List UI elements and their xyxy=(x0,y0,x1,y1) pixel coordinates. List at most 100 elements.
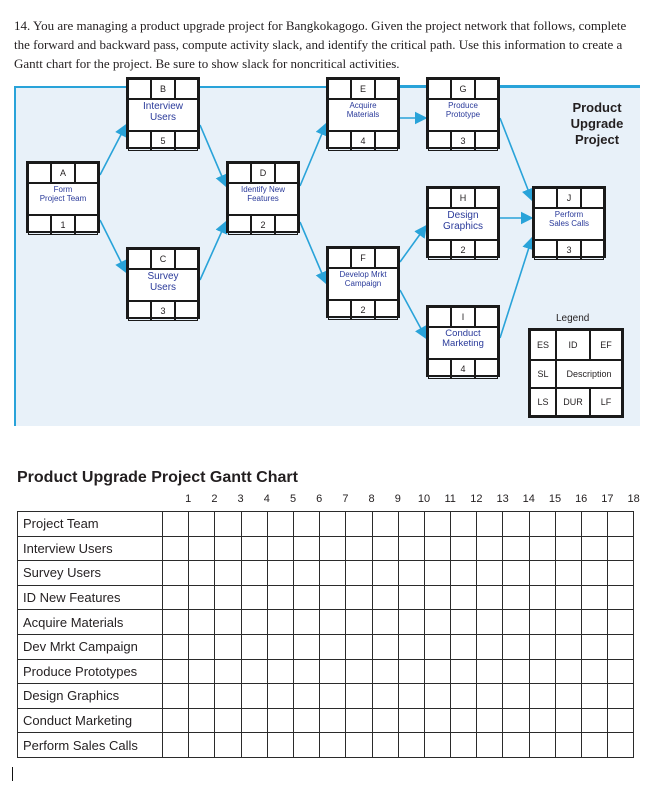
gantt-day-cell[interactable] xyxy=(607,683,635,709)
gantt-day-cell[interactable] xyxy=(423,560,452,586)
gantt-day-cell[interactable] xyxy=(476,511,504,537)
gantt-day-cell[interactable] xyxy=(554,560,583,586)
gantt-day-cell[interactable] xyxy=(161,511,190,537)
gantt-day-cell[interactable] xyxy=(240,535,268,562)
gantt-day-cell[interactable] xyxy=(450,584,478,611)
gantt-day-cell[interactable] xyxy=(161,633,190,660)
gantt-day-cell[interactable] xyxy=(214,732,242,758)
gantt-day-cell[interactable] xyxy=(476,633,504,660)
gantt-day-cell[interactable] xyxy=(319,584,347,611)
gantt-day-cell[interactable] xyxy=(292,560,321,586)
gantt-day-cell[interactable] xyxy=(397,732,425,758)
gantt-day-cell[interactable] xyxy=(266,633,294,660)
gantt-day-cell[interactable] xyxy=(266,535,294,562)
gantt-day-cell[interactable] xyxy=(450,732,478,758)
gantt-day-cell[interactable] xyxy=(266,584,294,611)
gantt-day-cell[interactable] xyxy=(502,609,530,635)
gantt-day-cell[interactable] xyxy=(502,707,530,734)
gantt-day-cell[interactable] xyxy=(554,732,583,758)
gantt-day-cell[interactable] xyxy=(345,732,373,758)
gantt-day-cell[interactable] xyxy=(476,535,504,562)
gantt-day-cell[interactable] xyxy=(240,732,268,758)
gantt-day-cell[interactable] xyxy=(161,658,190,685)
gantt-day-cell[interactable] xyxy=(607,511,635,537)
gantt-day-cell[interactable] xyxy=(502,658,530,685)
gantt-day-cell[interactable] xyxy=(240,658,268,685)
gantt-day-cell[interactable] xyxy=(580,584,609,611)
gantt-day-cell[interactable] xyxy=(397,560,425,586)
gantt-day-cell[interactable] xyxy=(319,658,347,685)
gantt-day-cell[interactable] xyxy=(397,683,425,709)
gantt-day-cell[interactable] xyxy=(607,535,635,562)
gantt-day-cell[interactable] xyxy=(240,560,268,586)
gantt-day-cell[interactable] xyxy=(607,584,635,611)
gantt-day-cell[interactable] xyxy=(554,707,583,734)
gantt-day-cell[interactable] xyxy=(423,609,452,635)
gantt-day-cell[interactable] xyxy=(423,658,452,685)
gantt-day-cell[interactable] xyxy=(292,707,321,734)
gantt-day-cell[interactable] xyxy=(554,535,583,562)
gantt-day-cell[interactable] xyxy=(580,707,609,734)
gantt-day-cell[interactable] xyxy=(528,683,556,709)
gantt-day-cell[interactable] xyxy=(502,535,530,562)
gantt-day-cell[interactable] xyxy=(292,658,321,685)
gantt-day-cell[interactable] xyxy=(502,584,530,611)
gantt-day-cell[interactable] xyxy=(161,535,190,562)
gantt-day-cell[interactable] xyxy=(397,511,425,537)
gantt-day-cell[interactable] xyxy=(528,658,556,685)
gantt-day-cell[interactable] xyxy=(371,732,399,758)
gantt-day-cell[interactable] xyxy=(607,732,635,758)
gantt-day-cell[interactable] xyxy=(607,560,635,586)
gantt-day-cell[interactable] xyxy=(423,732,452,758)
gantt-day-cell[interactable] xyxy=(292,683,321,709)
gantt-day-cell[interactable] xyxy=(450,683,478,709)
gantt-day-cell[interactable] xyxy=(292,584,321,611)
gantt-day-cell[interactable] xyxy=(266,732,294,758)
gantt-day-cell[interactable] xyxy=(450,707,478,734)
gantt-day-cell[interactable] xyxy=(528,707,556,734)
gantt-day-cell[interactable] xyxy=(423,535,452,562)
gantt-day-cell[interactable] xyxy=(397,633,425,660)
gantt-day-cell[interactable] xyxy=(161,560,190,586)
gantt-day-cell[interactable] xyxy=(554,683,583,709)
gantt-day-cell[interactable] xyxy=(371,560,399,586)
gantt-day-cell[interactable] xyxy=(188,658,216,685)
gantt-day-cell[interactable] xyxy=(266,609,294,635)
gantt-day-cell[interactable] xyxy=(423,707,452,734)
gantt-day-cell[interactable] xyxy=(580,511,609,537)
gantt-day-cell[interactable] xyxy=(580,683,609,709)
gantt-day-cell[interactable] xyxy=(607,633,635,660)
gantt-day-cell[interactable] xyxy=(214,633,242,660)
gantt-day-cell[interactable] xyxy=(188,511,216,537)
gantt-day-cell[interactable] xyxy=(266,683,294,709)
gantt-day-cell[interactable] xyxy=(502,633,530,660)
gantt-day-cell[interactable] xyxy=(580,609,609,635)
gantt-day-cell[interactable] xyxy=(580,658,609,685)
gantt-day-cell[interactable] xyxy=(476,683,504,709)
gantt-day-cell[interactable] xyxy=(240,609,268,635)
gantt-day-cell[interactable] xyxy=(371,683,399,709)
gantt-day-cell[interactable] xyxy=(371,609,399,635)
gantt-day-cell[interactable] xyxy=(554,609,583,635)
gantt-day-cell[interactable] xyxy=(554,511,583,537)
gantt-day-cell[interactable] xyxy=(528,535,556,562)
gantt-day-cell[interactable] xyxy=(476,609,504,635)
gantt-day-cell[interactable] xyxy=(292,609,321,635)
gantt-day-cell[interactable] xyxy=(528,609,556,635)
gantt-day-cell[interactable] xyxy=(266,707,294,734)
gantt-day-cell[interactable] xyxy=(188,633,216,660)
gantt-day-cell[interactable] xyxy=(528,584,556,611)
gantt-day-cell[interactable] xyxy=(476,707,504,734)
gantt-day-cell[interactable] xyxy=(397,658,425,685)
gantt-day-cell[interactable] xyxy=(502,511,530,537)
gantt-day-cell[interactable] xyxy=(188,609,216,635)
gantt-day-cell[interactable] xyxy=(161,609,190,635)
gantt-day-cell[interactable] xyxy=(345,584,373,611)
gantt-day-cell[interactable] xyxy=(423,511,452,537)
gantt-day-cell[interactable] xyxy=(450,658,478,685)
gantt-day-cell[interactable] xyxy=(371,584,399,611)
gantt-day-cell[interactable] xyxy=(161,683,190,709)
gantt-day-cell[interactable] xyxy=(214,683,242,709)
gantt-day-cell[interactable] xyxy=(345,560,373,586)
gantt-day-cell[interactable] xyxy=(345,658,373,685)
